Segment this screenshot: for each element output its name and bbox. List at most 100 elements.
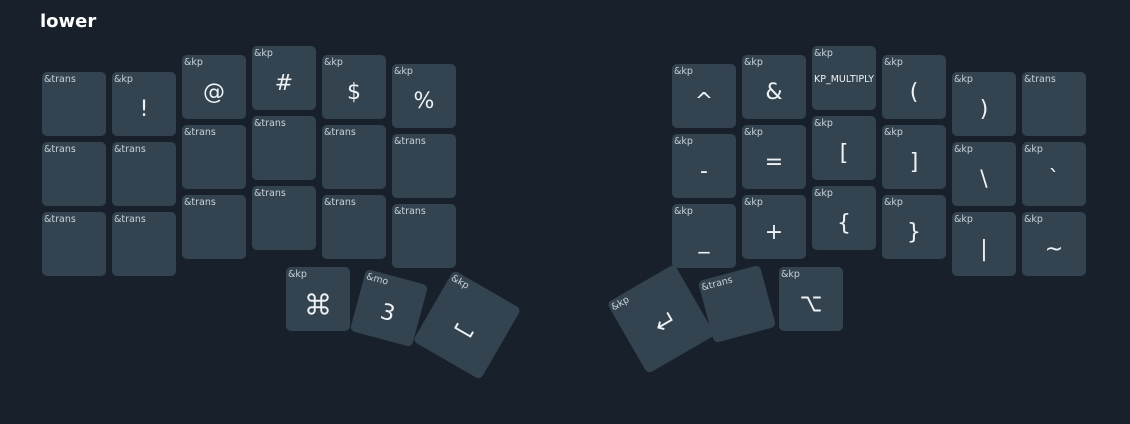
- key-behavior-label: &trans: [394, 206, 426, 217]
- space-icon: [413, 270, 522, 380]
- key-l5: &kp%: [392, 64, 456, 128]
- key-behavior-label: &trans: [394, 136, 426, 147]
- key-behavior-label: &kp: [884, 127, 903, 138]
- key-behavior-label: &trans: [114, 144, 146, 155]
- key-r0: &kp^: [672, 64, 736, 128]
- key-behavior-label: &kp: [744, 127, 763, 138]
- key-behavior-label: &kp: [781, 269, 800, 280]
- key-legend: [392, 204, 456, 268]
- key-behavior-label: &kp: [674, 206, 693, 217]
- key-behavior-label: &trans: [324, 197, 356, 208]
- key-l8: &trans: [182, 125, 246, 189]
- command-icon: [286, 267, 350, 331]
- key-l9: &trans: [252, 116, 316, 180]
- key-legend: (: [909, 79, 919, 105]
- key-behavior-label: &kp: [884, 57, 903, 68]
- key-behavior-label: &kp: [324, 57, 343, 68]
- key-behavior-label: &trans: [324, 127, 356, 138]
- key-l12: &trans: [42, 212, 106, 276]
- key-legend: [182, 125, 246, 189]
- key-r8: &kp [: [812, 116, 876, 180]
- key-r6: &kp-: [672, 134, 736, 198]
- key-behavior-label: &trans: [254, 188, 286, 199]
- key-r10: &kp \: [952, 142, 1016, 206]
- key-legend: KP_MULTIPLY: [813, 74, 874, 85]
- key-legend: [112, 142, 176, 206]
- key-l16: &trans: [322, 195, 386, 259]
- key-l2: &kp@: [182, 55, 246, 119]
- key-behavior-label: &trans: [44, 144, 76, 155]
- key-behavior-label: &kp: [954, 214, 973, 225]
- key-r9: &kp]: [882, 125, 946, 189]
- key-legend: ^: [694, 88, 714, 114]
- key-t3: &kp: [606, 263, 716, 375]
- key-behavior-label: &kp: [1024, 214, 1043, 225]
- key-legend: [322, 125, 386, 189]
- key-t2: &kp: [412, 269, 522, 381]
- key-legend: [252, 116, 316, 180]
- key-legend: -: [700, 158, 708, 184]
- key-l11: &trans: [392, 134, 456, 198]
- key-r5: &trans: [1022, 72, 1086, 136]
- key-behavior-label: &trans: [1024, 74, 1056, 85]
- key-legend: +: [764, 219, 784, 245]
- key-l6: &trans: [42, 142, 106, 206]
- key-r16: &kp |: [952, 212, 1016, 276]
- key-r14: &kp {: [812, 186, 876, 250]
- key-behavior-label: &kp: [1024, 144, 1043, 155]
- key-l17: &trans: [392, 204, 456, 268]
- key-behavior-label: &kp: [954, 144, 973, 155]
- key-behavior-label: &kp: [394, 66, 413, 77]
- key-behavior-label: &kp: [674, 136, 693, 147]
- key-behavior-label: &trans: [184, 197, 216, 208]
- key-legend: ): [979, 96, 989, 122]
- key-legend: }: [907, 219, 921, 245]
- key-behavior-label: &trans: [114, 214, 146, 225]
- key-legend: \: [980, 166, 988, 192]
- key-l4: &kp $: [322, 55, 386, 119]
- key-behavior-label: &kp: [954, 74, 973, 85]
- key-legend: [: [839, 140, 849, 166]
- key-legend: !: [139, 96, 149, 122]
- key-behavior-label: &kp: [674, 66, 693, 77]
- key-t5: &kp: [779, 267, 843, 331]
- key-l10: &trans: [322, 125, 386, 189]
- key-legend: [112, 212, 176, 276]
- key-legend: [322, 195, 386, 259]
- key-legend: {: [837, 210, 851, 236]
- option-icon: [779, 267, 843, 331]
- key-r3: &kp (: [882, 55, 946, 119]
- key-legend: ]: [909, 149, 919, 175]
- return-icon: [607, 264, 716, 374]
- key-behavior-label: &kp: [254, 48, 273, 59]
- key-behavior-label: &kp: [184, 57, 203, 68]
- key-r11: &kp `: [1022, 142, 1086, 206]
- key-legend: [42, 72, 106, 136]
- key-r7: &kp=: [742, 125, 806, 189]
- key-behavior-label: &kp: [288, 269, 307, 280]
- key-behavior-label: &kp: [814, 188, 833, 199]
- key-behavior-label: &kp: [114, 74, 133, 85]
- key-l13: &trans: [112, 212, 176, 276]
- key-legend: `: [1048, 166, 1060, 192]
- key-legend: $: [347, 79, 361, 105]
- key-behavior-label: &trans: [44, 74, 76, 85]
- key-behavior-label: &trans: [184, 127, 216, 138]
- key-l14: &trans: [182, 195, 246, 259]
- key-behavior-label: &kp: [744, 197, 763, 208]
- key-legend: [252, 186, 316, 250]
- key-legend: ~: [1044, 236, 1064, 262]
- key-legend: [182, 195, 246, 259]
- key-behavior-label: &kp: [814, 118, 833, 129]
- key-legend: &: [765, 79, 783, 105]
- key-legend: _: [698, 228, 710, 254]
- key-legend: [42, 142, 106, 206]
- key-t0: &kp: [286, 267, 350, 331]
- key-legend: =: [764, 149, 784, 175]
- key-l15: &trans: [252, 186, 316, 250]
- key-r15: &kp}: [882, 195, 946, 259]
- key-legend: [392, 134, 456, 198]
- key-behavior-label: &kp: [814, 48, 833, 59]
- key-r13: &kp+: [742, 195, 806, 259]
- key-legend: |: [980, 236, 988, 262]
